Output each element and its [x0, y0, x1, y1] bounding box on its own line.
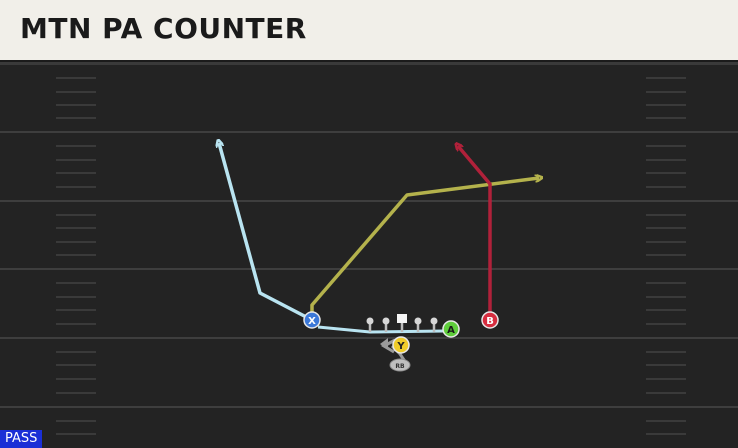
rb-label: RB [395, 363, 405, 370]
hash-marks-right [646, 77, 686, 435]
player-x-label: X [308, 316, 316, 327]
player-a: A [442, 320, 460, 338]
player-y: Y [392, 336, 410, 354]
player-x: X [303, 311, 321, 329]
lineman-rt [430, 317, 438, 332]
qb-path [380, 338, 396, 354]
offensive-line [366, 314, 438, 332]
yard-lines [0, 131, 738, 408]
route-b [458, 146, 492, 312]
player-a-label: A [447, 325, 455, 336]
lineman-lt [366, 317, 374, 332]
lineman-rg [414, 317, 422, 332]
play-header: MTN PA COUNTER [0, 0, 738, 62]
route-a [310, 178, 539, 314]
play-type-badge: PASS [0, 430, 43, 448]
lineman-lg [382, 317, 390, 332]
player-y-label: Y [396, 341, 405, 352]
player-b: B [481, 311, 499, 329]
formation-line [317, 325, 445, 334]
player-b-label: B [486, 316, 494, 327]
route-x [219, 143, 313, 322]
center [397, 314, 407, 332]
hash-marks-left [56, 77, 96, 435]
play-title: MTN PA COUNTER [20, 12, 307, 45]
play-field: RB X Y A B [0, 77, 738, 435]
